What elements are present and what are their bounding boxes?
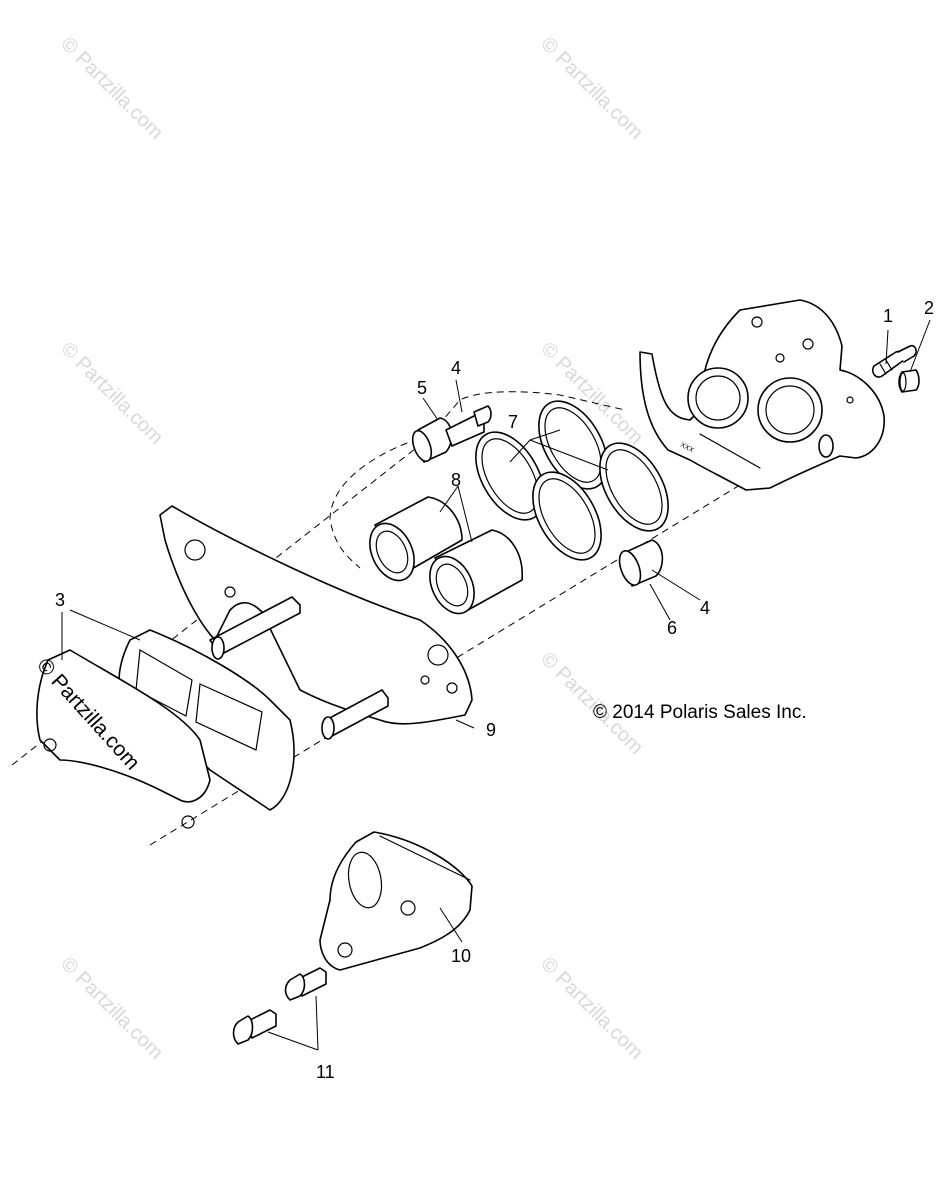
- callout-9: 9: [486, 720, 496, 740]
- callout-5: 5: [417, 378, 427, 398]
- callout-6: 6: [667, 618, 677, 638]
- bleeder-cap-part: [898, 369, 920, 393]
- brake-pad-outer-part: [36, 649, 211, 829]
- caliper-body-part: XXX: [639, 299, 885, 491]
- watermark-text: © Partzilla.com: [56, 338, 167, 449]
- callout-7: 7: [508, 412, 518, 432]
- seal-rings-part: [475, 400, 669, 561]
- leader-lines: [61, 319, 931, 1051]
- callout-3: 3: [55, 590, 65, 610]
- watermark-text: © Partzilla.com: [536, 33, 647, 144]
- callout-8: 8: [451, 470, 461, 490]
- mounting-plate-part: [319, 831, 473, 971]
- bushing-upper-part: [411, 405, 492, 463]
- seal-group-outline-top: [429, 391, 626, 436]
- bushing-lower-part: [618, 539, 664, 587]
- callout-labels: 1 2 3 4 4 5 6 7 8 9 10 11: [55, 298, 934, 1082]
- bleeder-valve-part: [871, 344, 917, 378]
- watermark-text: © Partzilla.com: [56, 953, 167, 1064]
- seal-group-outline: [329, 434, 431, 569]
- callout-10: 10: [451, 946, 471, 966]
- callout-4-upper: 4: [451, 358, 461, 378]
- bolt-lower-part: [232, 1009, 277, 1045]
- mounting-bracket-part: [159, 505, 473, 740]
- copyright-text: © 2014 Polaris Sales Inc.: [593, 702, 807, 723]
- pistons-part: [369, 496, 523, 615]
- callout-2: 2: [924, 298, 934, 318]
- callout-1: 1: [883, 306, 893, 326]
- callout-11: 11: [316, 1062, 335, 1082]
- watermark-text: © Partzilla.com: [56, 33, 167, 144]
- callout-4-lower: 4: [700, 598, 710, 618]
- watermark-text: © Partzilla.com: [536, 953, 647, 1064]
- bolt-upper-part: [284, 967, 327, 1001]
